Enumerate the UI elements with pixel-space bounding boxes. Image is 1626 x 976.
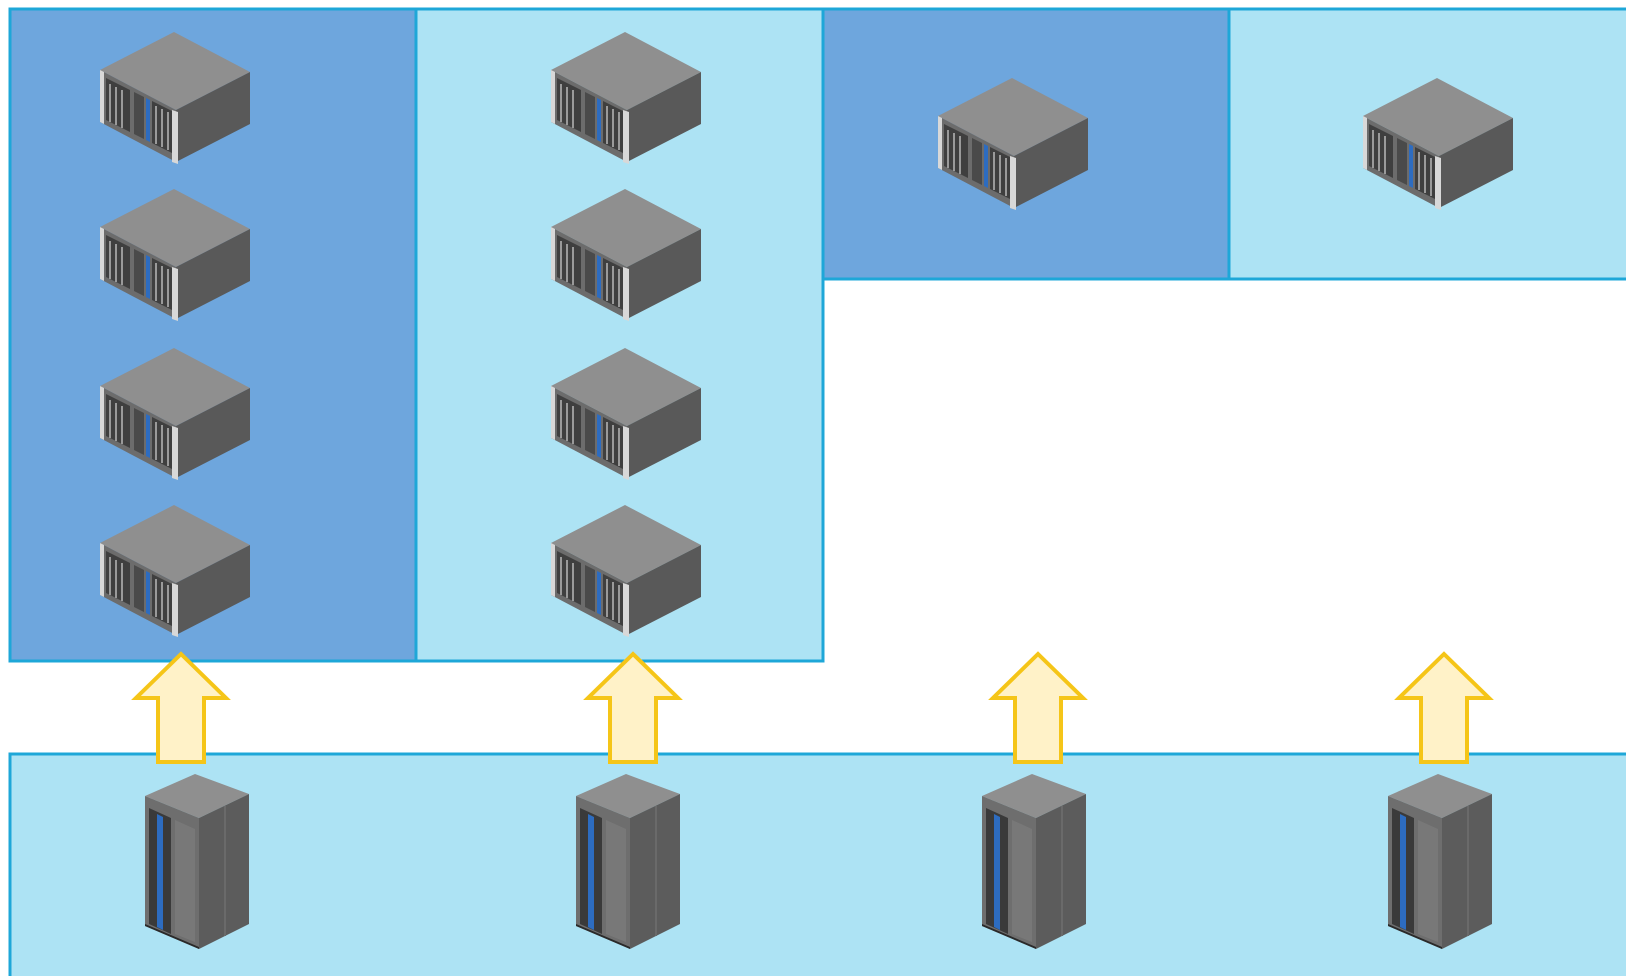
server-group-4 [1227,7,1626,281]
server-group-2 [414,7,825,663]
up-arrow-icon [586,652,680,764]
arrows [134,652,1491,764]
storage-row-panel [8,752,1626,976]
tower-server-icon [575,773,681,950]
up-arrow-icon [1397,652,1491,764]
storage-row [8,752,1626,976]
server-group-1 [8,7,418,663]
up-arrow-icon [991,652,1085,764]
server-group-3 [821,7,1231,281]
tower-server-icon [981,773,1087,950]
up-arrow-icon [134,652,228,764]
tower-server-icon [144,773,250,950]
tower-server-icon [1387,773,1493,950]
